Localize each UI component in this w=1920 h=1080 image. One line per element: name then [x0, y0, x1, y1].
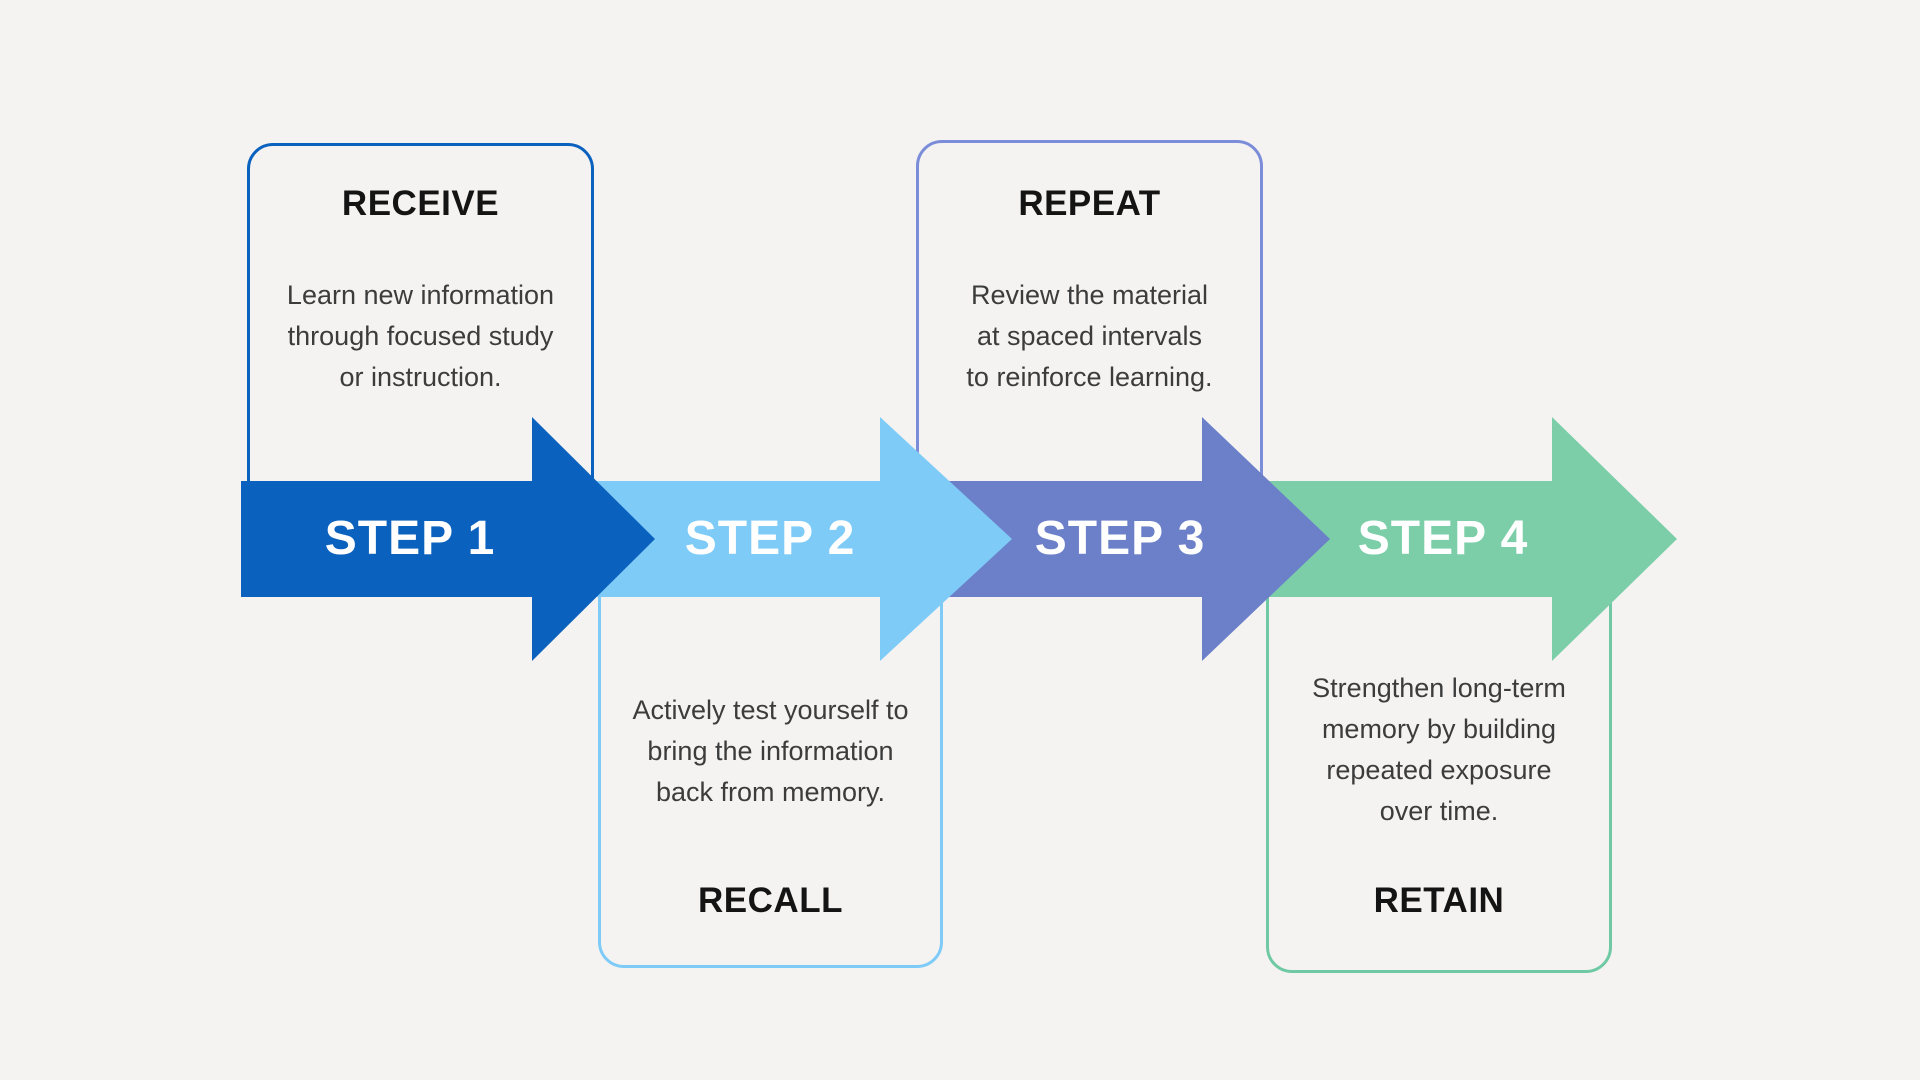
card-recall: Actively test yourself to bring the info…: [598, 558, 943, 968]
card-title-receive: RECEIVE: [341, 184, 500, 223]
card-retain: Strengthen long-term memory by building …: [1266, 558, 1612, 973]
card-description-receive: Learn new information through focused st…: [286, 280, 555, 392]
arrow-bar: [241, 481, 532, 597]
card-title-repeat: REPEAT: [1018, 184, 1161, 223]
card-description-retain: Strengthen long-term memory by building …: [1312, 673, 1566, 826]
card-title-retain: RETAIN: [1373, 881, 1505, 920]
step-label-3: STEP 3: [1034, 512, 1206, 565]
card-title-recall: RECALL: [698, 881, 843, 920]
card-repeat: REPEAT Review the material at spaced int…: [916, 140, 1263, 535]
step-label-1: STEP 1: [324, 512, 496, 565]
step-label-4: STEP 4: [1357, 512, 1529, 565]
arrow-head-icon: [1552, 417, 1677, 661]
arrow-head-icon: [1202, 417, 1330, 661]
step-label-2: STEP 2: [684, 512, 856, 565]
card-receive: RECEIVE Learn new information through fo…: [247, 143, 594, 535]
card-description-recall: Actively test yourself to bring the info…: [632, 695, 909, 807]
arrow-head-icon: [532, 417, 655, 661]
card-description-repeat: Review the material at spaced intervals …: [966, 280, 1213, 392]
arrow-head-icon: [880, 417, 1012, 661]
